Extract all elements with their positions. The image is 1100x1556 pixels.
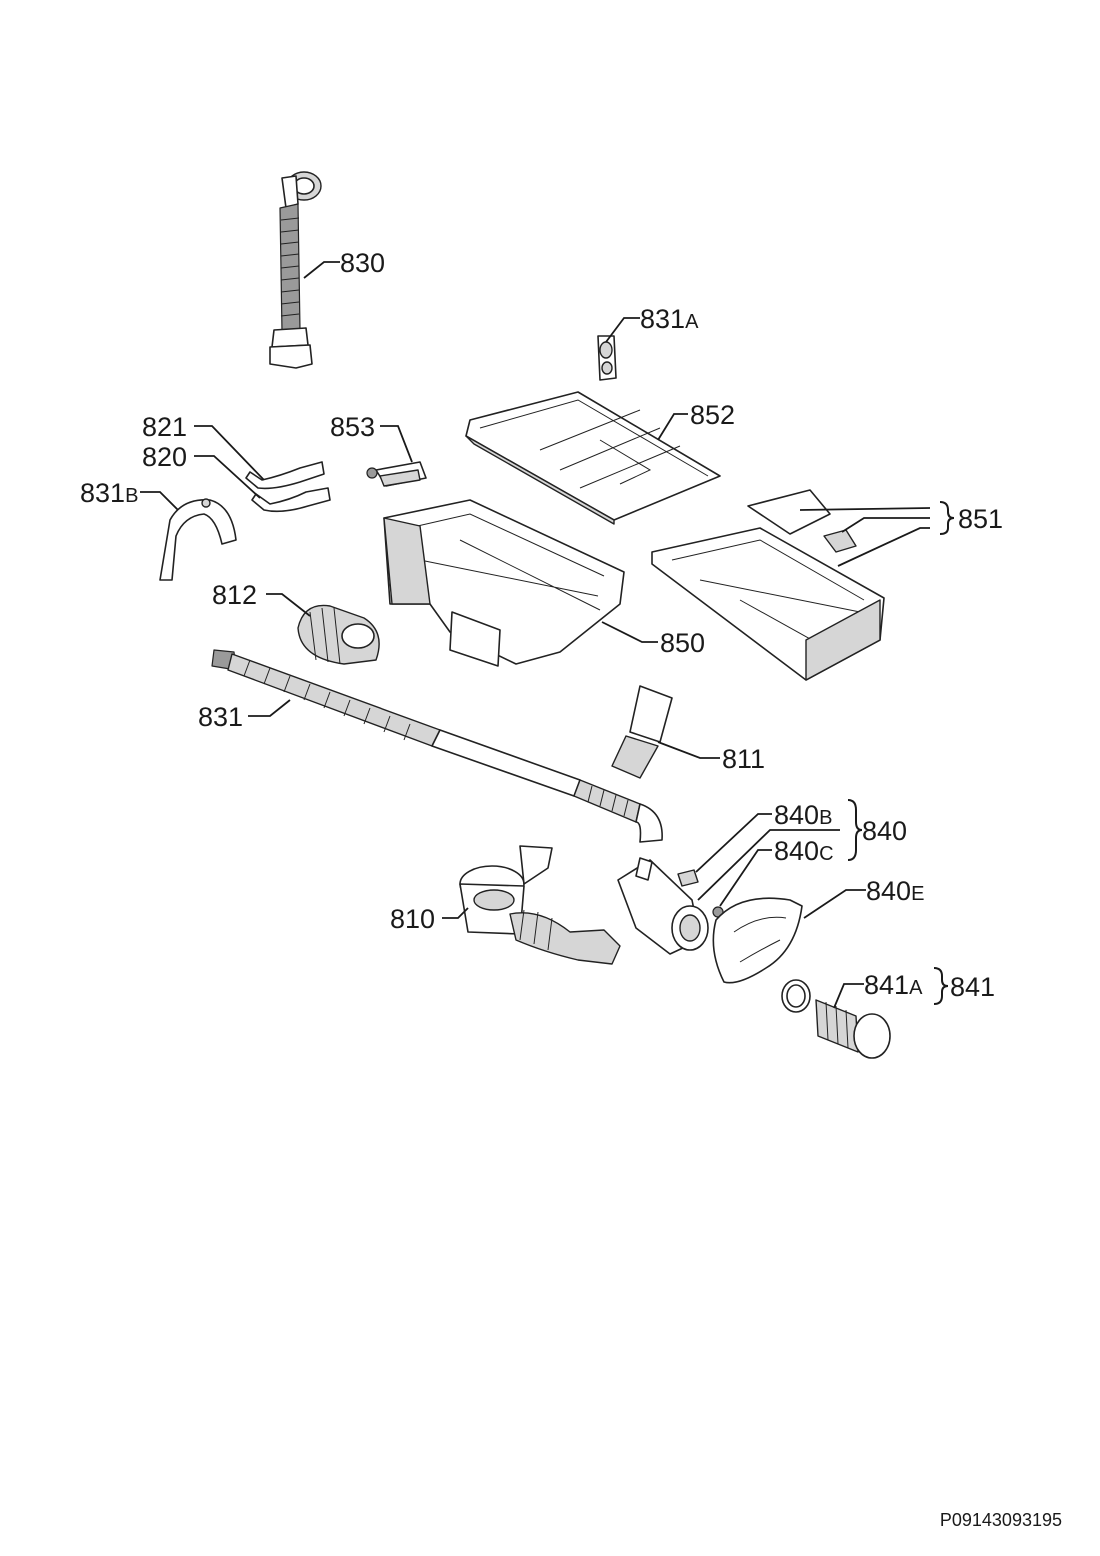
label-831: 831 (198, 702, 243, 732)
part-840e-pump-cover (712, 897, 803, 984)
label-820: 820 (142, 442, 187, 472)
label-841a: 841A (864, 970, 923, 1000)
leader-841a (833, 983, 864, 1009)
label-852: 852 (690, 400, 735, 430)
grouping-braces (847, 501, 955, 1005)
leader-810 (442, 907, 469, 919)
part-labels: 830 831A 852 821 853 820 831B 851 812 85… (80, 248, 1003, 1002)
part-831a-clip (597, 335, 617, 381)
part-840-drain-pump (617, 857, 724, 955)
part-830-drain-hose (269, 171, 322, 369)
leader-820 (194, 455, 261, 499)
part-850-dispenser-housing (383, 499, 625, 667)
label-810: 810 (390, 904, 435, 934)
label-812: 812 (212, 580, 257, 610)
part-812-bellows (297, 604, 380, 665)
leader-853 (380, 425, 413, 463)
leader-850 (601, 621, 658, 643)
label-840b: 840B (774, 800, 832, 830)
leader-851a (799, 507, 931, 511)
leader-852 (657, 413, 688, 441)
part-811-hose (611, 685, 673, 779)
drawing-code: P09143093195 (940, 1510, 1062, 1530)
label-841: 841 (950, 972, 995, 1002)
part-853-valve (366, 461, 427, 487)
part-841-filter (781, 979, 891, 1059)
leader-840c-1 (697, 829, 840, 901)
part-810-sump (459, 845, 621, 965)
leader-811 (657, 741, 720, 759)
leader-lines (140, 261, 931, 1009)
label-840e: 840E (866, 876, 924, 906)
label-811: 811 (722, 744, 765, 774)
label-840: 840 (862, 816, 907, 846)
label-853: 853 (330, 412, 375, 442)
leader-831 (248, 699, 291, 717)
label-850: 850 (660, 628, 705, 658)
leader-821 (194, 425, 265, 481)
label-851: 851 (958, 504, 1003, 534)
part-820-821-pipes (245, 461, 331, 513)
part-831b-hose-guide (159, 498, 237, 581)
label-831a: 831A (640, 304, 699, 334)
brace-841 (933, 967, 949, 1005)
label-831b: 831B (80, 478, 138, 508)
part-852-dispenser-cover (465, 391, 721, 525)
leader-830 (303, 261, 340, 279)
leader-840c-2 (719, 849, 772, 907)
leader-812 (266, 593, 311, 617)
leader-851c (837, 527, 930, 567)
leader-851b (841, 517, 930, 533)
leader-831a (605, 317, 640, 343)
leader-840e (803, 889, 866, 919)
leader-840b (695, 813, 772, 873)
part-851-dispenser-drawer (651, 489, 885, 681)
brace-840 (847, 799, 863, 861)
label-830: 830 (340, 248, 385, 278)
leader-831b (140, 491, 179, 511)
label-821: 821 (142, 412, 187, 442)
brace-851 (939, 501, 955, 535)
label-840c: 840C (774, 836, 834, 866)
part-831-drain-hose (211, 649, 663, 843)
